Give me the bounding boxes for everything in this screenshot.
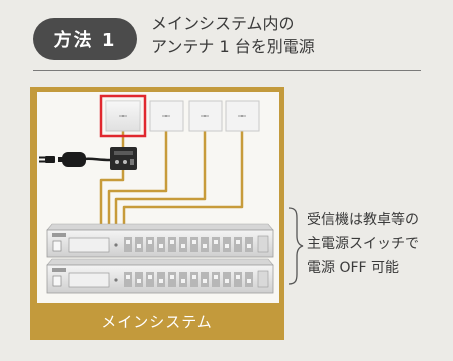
cable-antenna-3 (114, 130, 207, 224)
antenna-icon (105, 100, 141, 132)
receiver-group (46, 223, 274, 294)
power-plug-icon (39, 156, 55, 163)
power-cord (83, 157, 111, 162)
antenna-group (105, 100, 260, 132)
highlight-frame (99, 94, 147, 138)
antenna-icon (149, 100, 184, 132)
power-supply (39, 147, 137, 170)
receiver-icon (46, 258, 274, 294)
cable-adapter-to-receiver (99, 170, 125, 224)
receiver-note-line-2: 主電源スイッチで (307, 236, 419, 252)
receiver-note: 受信機は教卓等の 主電源スイッチで 電源 OFF 可能 (307, 208, 419, 280)
ac-adapter-icon (62, 152, 86, 167)
method-title-line-2: アンテナ 1 台を別電源 (151, 37, 315, 56)
antenna-icon (225, 100, 260, 132)
antenna-cables (99, 130, 244, 224)
antenna-icon (188, 100, 223, 132)
cable-antenna-2 (107, 130, 168, 224)
method-badge: 方法 1 (33, 18, 137, 60)
receiver-note-line-3: 電源 OFF 可能 (307, 260, 400, 276)
divider (33, 70, 421, 71)
cable-antenna-4 (122, 130, 244, 224)
method-title: メインシステム内の アンテナ 1 台を別電源 (151, 12, 315, 58)
main-system-caption: メインシステム (101, 313, 213, 331)
method-title-line-1: メインシステム内の (151, 14, 295, 33)
brace-icon (288, 207, 304, 285)
receiver-note-line-1: 受信機は教卓等の (307, 212, 419, 228)
power-injector-icon (110, 147, 137, 170)
receiver-icon (46, 223, 274, 258)
